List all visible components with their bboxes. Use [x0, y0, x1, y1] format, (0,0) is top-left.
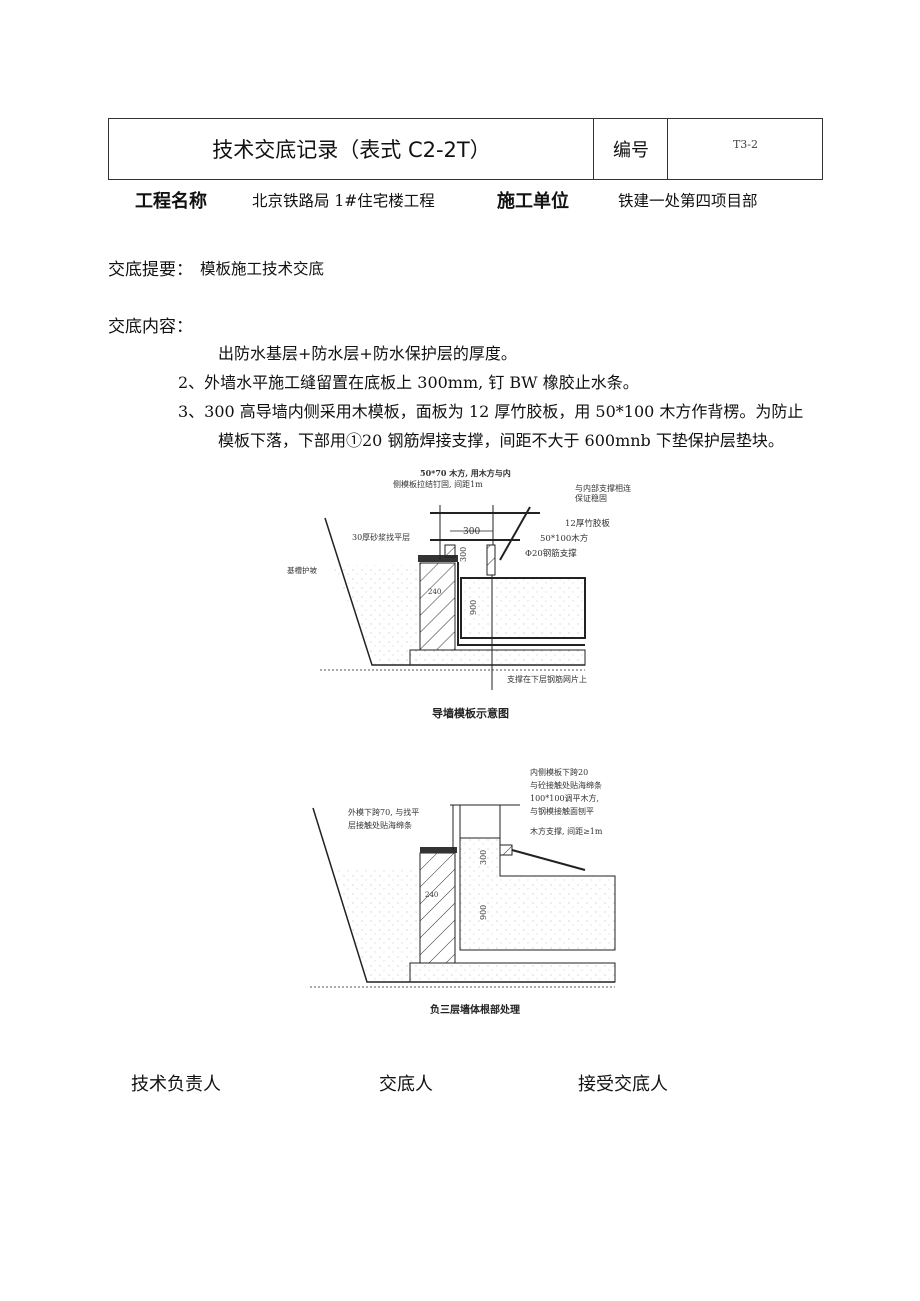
label-mortar: 30厚砂浆找平层 — [352, 532, 410, 542]
levelling-timber — [499, 844, 513, 856]
bamboo-form — [486, 544, 496, 576]
brick-wall — [419, 852, 456, 964]
signature-tech-lead: 技术负责人 — [131, 1074, 221, 1095]
mortar-layer — [420, 847, 457, 853]
label-connect-2: 保证稳固 — [575, 493, 607, 503]
label-timber-1: 100*100调平木方, — [530, 793, 599, 803]
signature-presenter: 交底人 — [379, 1074, 433, 1095]
divider — [593, 119, 594, 179]
label-inner-1: 内侧模板下跨20 — [530, 767, 588, 777]
label-slope: 基槽护坡 — [287, 565, 317, 575]
dim-240: 240 — [428, 588, 441, 596]
brace — [499, 506, 531, 561]
dim-300: 300 — [479, 850, 488, 865]
header-table: 技术交底记录（表式 C2-2T） 编号 T3-2 — [108, 118, 823, 180]
label-timber: 50*100木方 — [540, 533, 588, 544]
soil-fill — [332, 565, 420, 665]
divider — [667, 119, 668, 179]
title-cell: 技术交底记录（表式 C2-2T） — [109, 119, 594, 179]
content-line: 2、外墙水平施工缝留置在底板上 300mm, 钉 BW 橡胶止水条。 — [178, 373, 639, 392]
content-line: 出防水基层+防水层+防水保护层的厚度。 — [218, 344, 517, 363]
label-outer-2: 层接触处贴海绵条 — [348, 820, 412, 830]
dim-900: 900 — [469, 600, 478, 615]
number-label: 编号 — [613, 140, 649, 161]
timber-brace — [511, 849, 586, 871]
content-line: 模板下落，下部用①20 钢筋焊接支撑，间距不大于 600mnb 下垫保护层垫块。 — [218, 431, 784, 450]
brick-wall — [419, 562, 456, 651]
number-value-cell: T3-2 — [668, 119, 823, 179]
label-outer-1: 外模下跨70, 与找平 — [348, 807, 419, 817]
label-bamboo: 12厚竹胶板 — [565, 518, 610, 529]
label-connect-1: 与内部支撑相连 — [575, 483, 631, 493]
soil-fill — [335, 870, 420, 982]
number-label-cell: 编号 — [594, 119, 668, 179]
label-inner-2: 与砼接触处贴海绵条 — [530, 780, 602, 790]
figure2-caption: 负三层墙体根部处理 — [430, 1003, 520, 1016]
label-rebar: Φ20钢筋支撑 — [525, 548, 577, 559]
document-title: 技术交底记录（表式 C2-2T） — [212, 138, 491, 162]
summary-value: 模板施工技术交底 — [200, 260, 325, 278]
figure1-caption: 导墙模板示意图 — [432, 706, 509, 720]
content-label: 交底内容： — [108, 317, 193, 337]
project-value: 北京铁路局 1#住宅楼工程 — [252, 192, 435, 210]
contractor-value: 铁建一处第四项目部 — [618, 192, 758, 210]
contractor-label: 施工单位 — [497, 191, 569, 212]
base-slab — [409, 649, 586, 666]
content-line: 3、300 高导墙内侧采用木模板，面板为 12 厚竹胶板，用 50*100 木方… — [178, 402, 804, 421]
timber-block — [444, 544, 456, 558]
label-timber-2: 与钢模接触面刨平 — [530, 806, 594, 816]
label-brace: 木方支撑, 间距≥1m — [530, 826, 603, 836]
label-top-2: 侧模板拉结钉固, 间距1m — [393, 479, 483, 489]
project-label: 工程名称 — [135, 191, 207, 212]
signature-receiver: 接受交底人 — [578, 1074, 668, 1095]
label-top-1: 50*70 木方, 用木方与内 — [420, 468, 511, 478]
dim-240: 240 — [425, 891, 438, 899]
number-value: T3-2 — [732, 138, 759, 151]
mortar-layer — [418, 555, 458, 562]
waterproof-layer — [457, 562, 585, 646]
dim-300-vertical: 300 — [459, 547, 468, 562]
diagram-wall-formwork: 300 300 900 240 50*70 木方, 用木方与内 侧模板拉结钉固,… — [287, 468, 631, 720]
diagram-wall-base: 300 900 240 内侧模板下跨20 与砼接触处贴海绵条 外模下跨70, 与… — [310, 767, 616, 1016]
dim-300: 300 — [463, 527, 480, 537]
dim-900: 900 — [479, 905, 488, 920]
label-support: 支撑在下层钢筋网片上 — [507, 674, 587, 684]
summary-label: 交底提要： — [108, 260, 193, 280]
concrete-slab — [460, 577, 586, 639]
base-slab — [409, 962, 616, 983]
